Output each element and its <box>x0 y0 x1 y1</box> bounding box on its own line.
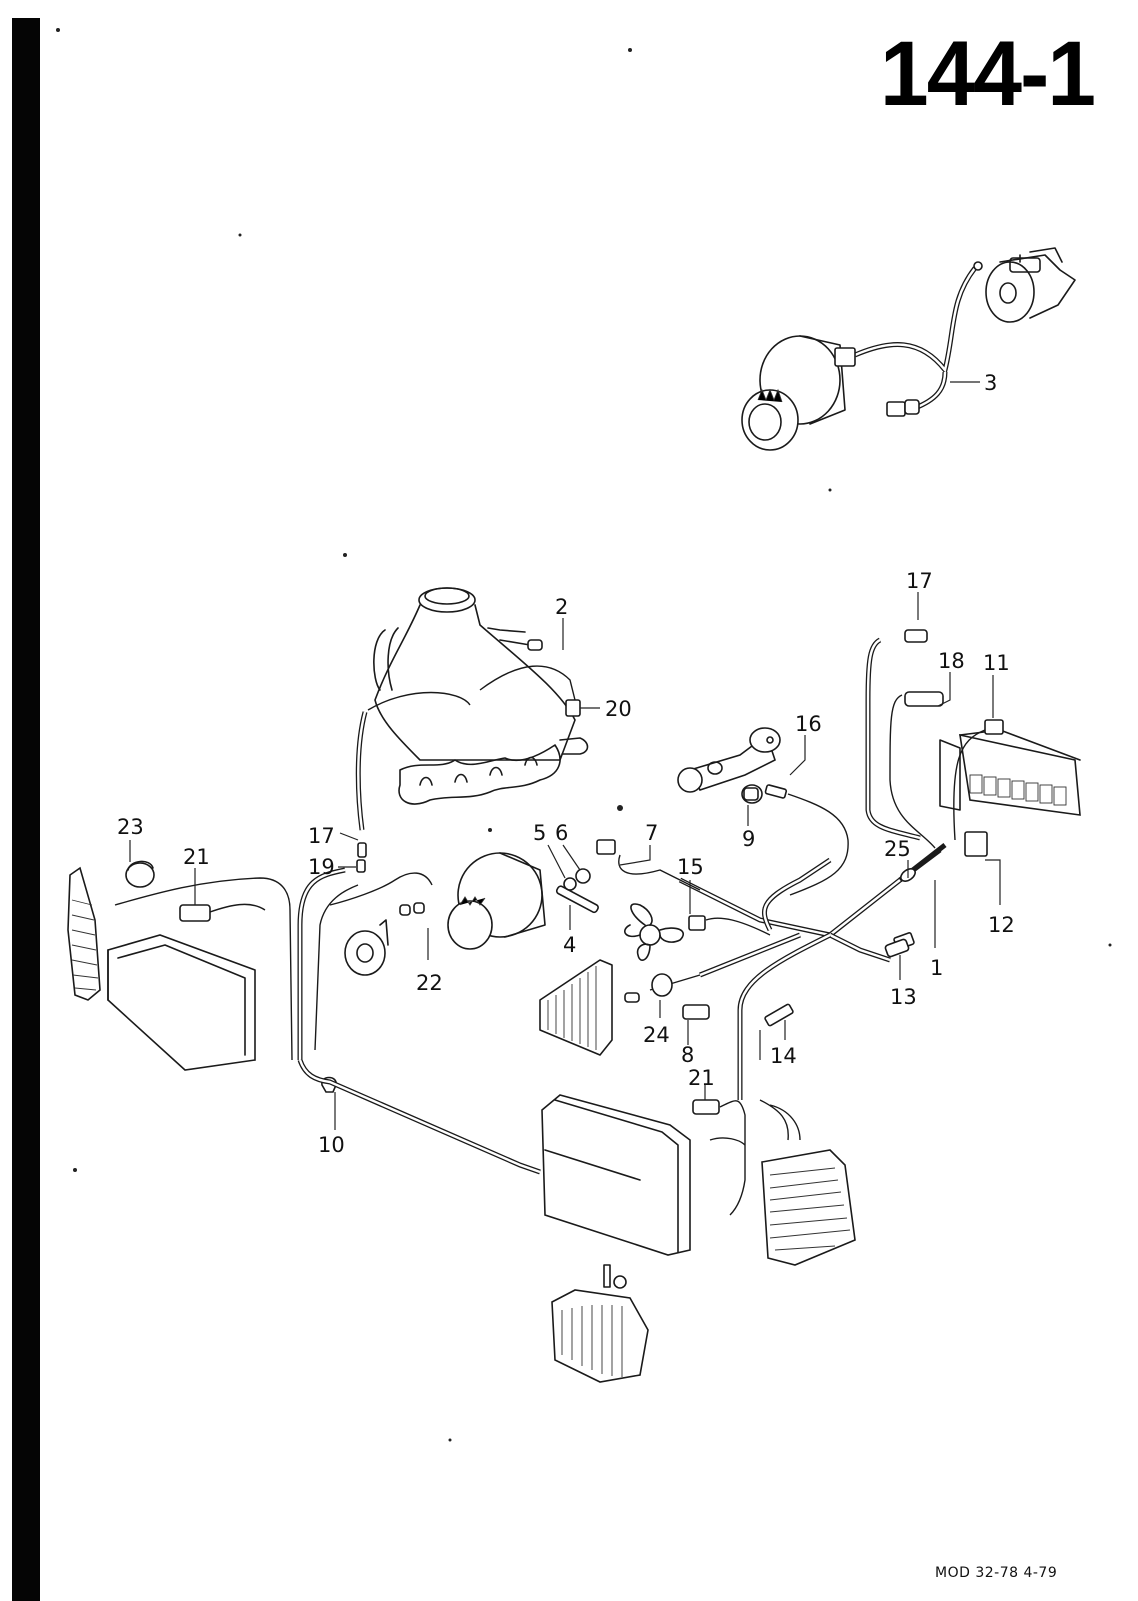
sensor-wire-2 <box>355 665 581 831</box>
callout-13: 13 <box>890 985 917 1009</box>
harness-3 <box>834 261 983 417</box>
headlamp-left <box>107 934 256 1071</box>
callout-6: 6 <box>555 821 568 845</box>
callout-11: 11 <box>983 651 1010 675</box>
connector-16 <box>764 784 849 896</box>
socket-8 <box>682 1004 710 1020</box>
fan <box>624 903 685 961</box>
page-number: 144-1 <box>880 23 1096 125</box>
plug-21-left <box>114 877 293 1061</box>
callout-3: 3 <box>984 371 997 395</box>
radiator <box>539 959 613 1056</box>
starter-motor <box>985 247 1076 323</box>
turn-signal-left <box>67 866 101 1001</box>
plug-21-right <box>692 1099 746 1216</box>
callout-17-left: 17 <box>308 824 335 848</box>
horn-wires-22 <box>297 867 433 1060</box>
fan-connector-15 <box>688 915 706 931</box>
callout-18: 18 <box>938 649 965 673</box>
connector-13 <box>884 938 910 958</box>
terminal-parts-4-5-6 <box>555 839 616 914</box>
callout-8: 8 <box>681 1043 694 1067</box>
headlamp-right <box>541 1094 691 1256</box>
callout-5: 5 <box>533 821 546 845</box>
callout-14: 14 <box>770 1044 797 1068</box>
alternator-lower <box>447 852 546 950</box>
connector-14 <box>764 1003 794 1027</box>
bulb-24 <box>624 973 673 1003</box>
clip-10 <box>297 1059 541 1175</box>
harness-branches-17-18 <box>865 629 944 849</box>
callout-17-top: 17 <box>906 569 933 593</box>
callout-10: 10 <box>318 1133 345 1157</box>
callout-12: 12 <box>988 913 1015 937</box>
callout-20: 20 <box>605 697 632 721</box>
footer-code: MOD 32-78 4-79 <box>935 1565 1058 1581</box>
callout-2: 2 <box>555 595 568 619</box>
brake-master-cylinder <box>677 727 781 793</box>
callout-24: 24 <box>643 1023 670 1047</box>
callouts: 3 2 20 17 18 11 16 9 7 6 5 15 4 25 12 1 … <box>117 371 1015 1157</box>
bulb-23 <box>125 860 155 888</box>
pressure-switch-9 <box>741 784 763 804</box>
leader-lines <box>129 381 1001 1130</box>
clip-17-19 <box>356 842 367 873</box>
callout-9: 9 <box>742 827 755 851</box>
callout-4: 4 <box>563 933 576 957</box>
relay-fuse-box <box>939 719 1081 857</box>
alternator-upper <box>741 335 846 451</box>
callout-22: 22 <box>416 971 443 995</box>
callout-21-right: 21 <box>688 1066 715 1090</box>
turn-signal-right <box>759 1099 856 1266</box>
callout-15: 15 <box>677 855 704 879</box>
main-harness <box>618 843 947 1100</box>
callout-19: 19 <box>308 855 335 879</box>
callout-1: 1 <box>930 956 943 980</box>
fog-lamp <box>551 1264 649 1383</box>
callout-25: 25 <box>884 837 911 861</box>
horn <box>344 919 389 976</box>
callout-23: 23 <box>117 815 144 839</box>
binding-strip <box>12 18 40 1601</box>
print-specks <box>56 28 1112 1442</box>
callout-16: 16 <box>795 712 822 736</box>
callout-7: 7 <box>645 821 658 845</box>
intake-manifold <box>373 587 589 805</box>
callout-21-left: 21 <box>183 845 210 869</box>
